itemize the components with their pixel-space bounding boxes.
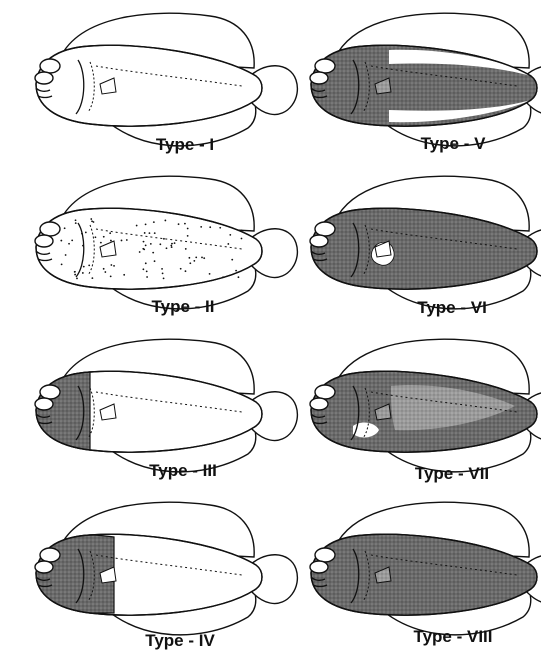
fish-panel-2: Type - II bbox=[35, 176, 297, 316]
eye-icon bbox=[315, 59, 335, 73]
eye-icon bbox=[310, 235, 328, 247]
type-label: Type - VIII bbox=[413, 627, 492, 646]
fish-panel-4: Type - IV bbox=[35, 502, 297, 650]
fish-panel-5: Type - V bbox=[310, 13, 541, 153]
fish-panel-6: Type - VI bbox=[310, 176, 541, 317]
eye-icon bbox=[35, 561, 53, 573]
type-label: Type - II bbox=[152, 297, 215, 316]
head-pigment bbox=[36, 372, 90, 450]
fish-panel-7: Type - VII bbox=[310, 339, 541, 483]
type-label: Type - III bbox=[149, 461, 217, 480]
eye-icon bbox=[315, 548, 335, 562]
type-label: Type - IV bbox=[145, 631, 215, 650]
eye-icon bbox=[35, 398, 53, 410]
eye-icon bbox=[310, 398, 328, 410]
type-label: Type - I bbox=[156, 135, 214, 154]
type-label: Type - VII bbox=[415, 464, 489, 483]
eye-icon bbox=[35, 235, 53, 247]
eye-icon bbox=[315, 385, 335, 399]
eye-icon bbox=[310, 561, 328, 573]
type-label: Type - VI bbox=[417, 298, 487, 317]
eye-icon bbox=[40, 385, 60, 399]
type-label: Type - V bbox=[421, 134, 487, 153]
fish-panel-3: Type - III bbox=[35, 339, 297, 480]
eye-icon bbox=[40, 222, 60, 236]
eye-icon bbox=[40, 59, 60, 73]
eye-icon bbox=[315, 222, 335, 236]
eye-icon bbox=[35, 72, 53, 84]
eye-icon bbox=[310, 72, 328, 84]
eye-icon bbox=[40, 548, 60, 562]
fish-panel-1: Type - I bbox=[35, 13, 297, 154]
fish-panel-8: Type - VIII bbox=[310, 502, 541, 646]
